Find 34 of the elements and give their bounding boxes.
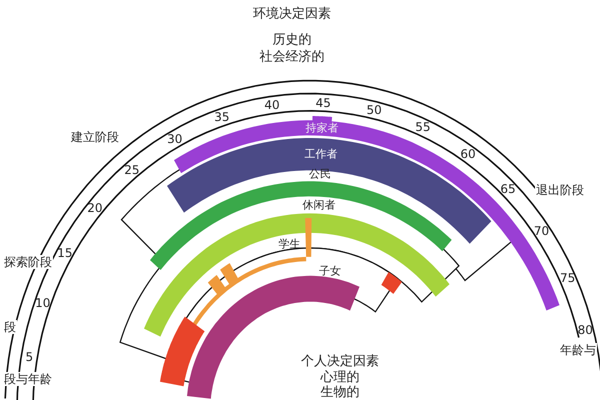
stage-label: 年龄与 [559, 343, 597, 357]
determinant-text: 心理的 [320, 371, 360, 384]
age-number: 65 [500, 182, 516, 195]
age-number: 20 [87, 202, 103, 214]
age-number: 30 [167, 133, 182, 146]
heading-text: 社会经济的 [260, 50, 324, 64]
heading-text: 历史的 [272, 34, 312, 46]
role-label: 公民 [309, 168, 332, 180]
age-number: 80 [578, 324, 593, 336]
age-number: 40 [264, 98, 280, 111]
role-label: 持家者 [306, 122, 339, 134]
stage-label: 探索阶段 [3, 255, 53, 269]
age-number: 5 [26, 350, 34, 363]
determinant-text: 生物的 [320, 386, 360, 399]
age-number: 70 [534, 224, 550, 237]
stage-label: 建立阶段 [70, 130, 120, 144]
age-number: 60 [460, 148, 476, 160]
age-number: 45 [316, 96, 331, 109]
stage-label: 段与年龄 [3, 372, 53, 386]
age-number: 25 [124, 164, 140, 176]
age-number: 75 [560, 272, 576, 284]
stage-label: 退出阶段 [535, 183, 585, 197]
heading-text: 环境决定因素 [253, 8, 331, 20]
stage-label: 段 [3, 320, 17, 334]
age-number: 10 [35, 297, 50, 310]
age-number: 15 [57, 247, 72, 259]
role-label: 工作者 [304, 148, 338, 160]
age-number: 50 [366, 104, 382, 116]
age-number: 55 [415, 121, 431, 134]
age-number: 35 [214, 111, 230, 124]
role-label: 学生 [278, 238, 300, 250]
determinant-text: 个人决定因素 [301, 355, 379, 368]
role-label: 休闲者 [302, 200, 336, 211]
role-label: 子女 [319, 266, 342, 277]
